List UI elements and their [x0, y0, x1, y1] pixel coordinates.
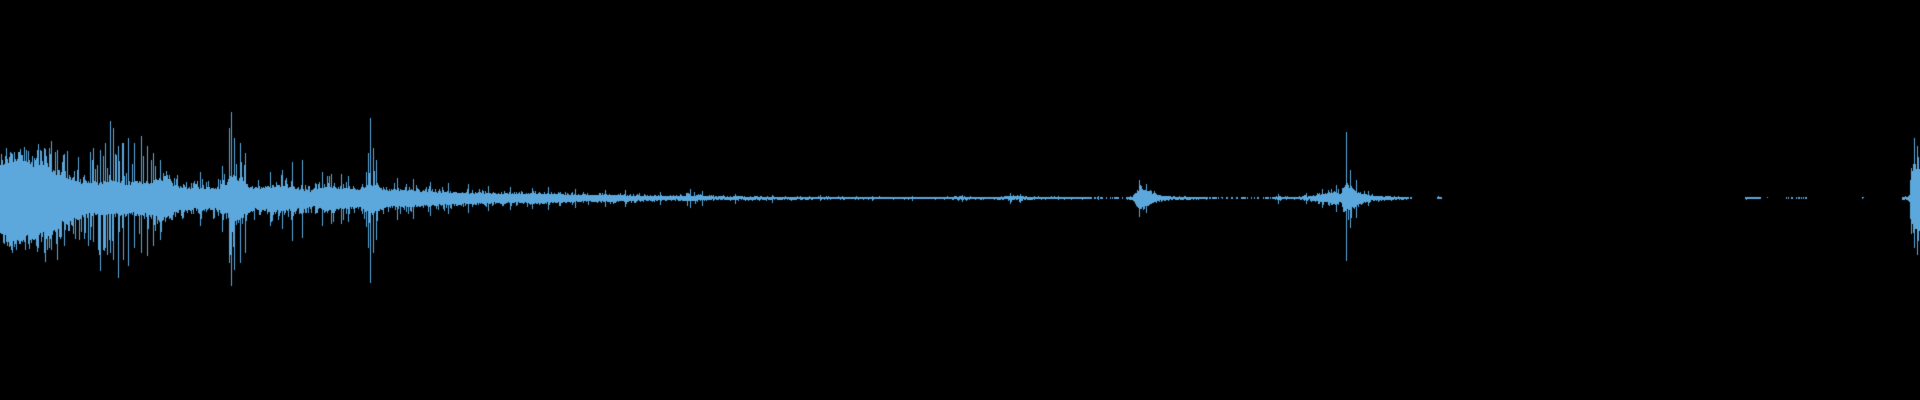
waveform-panel: [0, 0, 1920, 400]
audio-waveform[interactable]: [0, 0, 1920, 400]
